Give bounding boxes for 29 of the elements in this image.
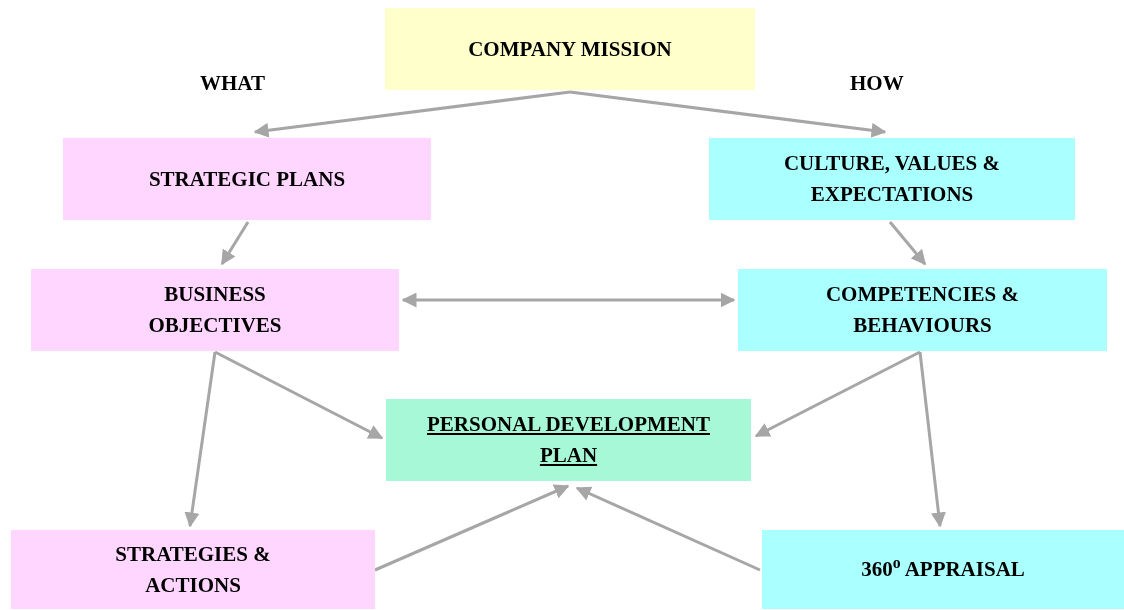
arrow bbox=[754, 350, 921, 438]
box-label: BUSINESS OBJECTIVES bbox=[147, 281, 283, 339]
arrow bbox=[374, 484, 570, 572]
process-box bbox=[386, 399, 751, 481]
box-label: CULTURE, VALUES & EXPECTATIONS bbox=[782, 150, 1002, 208]
column-heading: WHAT bbox=[200, 70, 265, 97]
arrow bbox=[401, 292, 736, 308]
box-label: 360$^{o}$ APPRAISAL bbox=[861, 554, 1025, 583]
box-label: STRATEGIES & ACTIONS bbox=[114, 540, 272, 599]
box-label: STRATEGIC PLANS bbox=[148, 165, 346, 193]
column-heading: HOW bbox=[850, 70, 904, 97]
process-box bbox=[11, 530, 375, 609]
process-box bbox=[31, 269, 399, 351]
arrow bbox=[253, 90, 571, 138]
arrow bbox=[214, 350, 384, 440]
process-box bbox=[762, 530, 1124, 609]
arrow bbox=[888, 221, 927, 266]
arrow bbox=[184, 351, 217, 528]
box-label: PERSONAL DEVELOPMENT PLAN bbox=[426, 411, 711, 469]
box-label: COMPETENCIES & BEHAVIOURS bbox=[824, 281, 1021, 339]
box-label: COMPANY MISSION bbox=[468, 35, 672, 63]
arrow bbox=[569, 90, 887, 138]
arrow bbox=[575, 486, 761, 572]
process-box bbox=[738, 269, 1107, 351]
arrow bbox=[220, 221, 250, 266]
arrow bbox=[918, 351, 946, 528]
process-box bbox=[63, 138, 431, 220]
process-box bbox=[385, 8, 755, 90]
process-box bbox=[709, 138, 1075, 220]
